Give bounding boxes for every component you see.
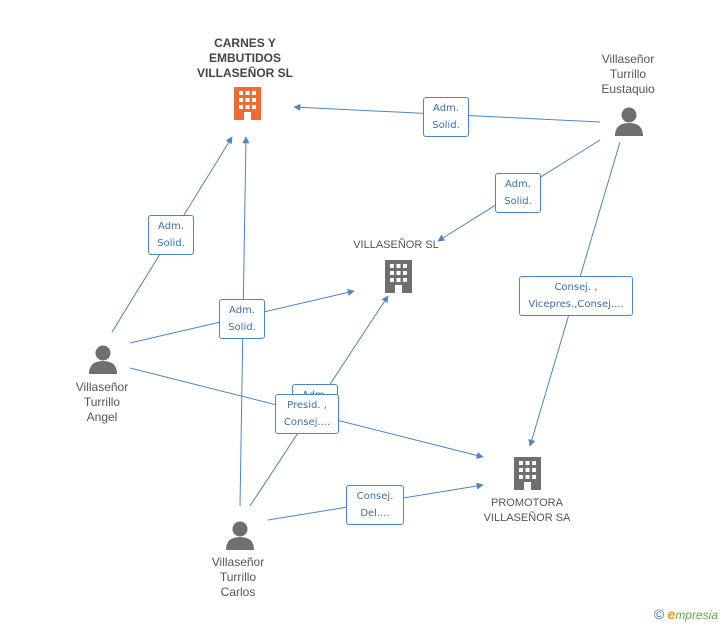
carlos-label-line2: Turrillo bbox=[219, 570, 257, 584]
villasenor-sl-label: VILLASEÑOR SL bbox=[353, 239, 439, 251]
edge-label-line: Solid. bbox=[228, 322, 256, 333]
person-label-angel[interactable]: Villaseñor Turrillo Angel bbox=[52, 380, 152, 425]
angel-label-line2: Turrillo bbox=[83, 395, 121, 409]
company-label-carnes[interactable]: CARNES Y EMBUTIDOS VILLASEÑOR SL bbox=[175, 36, 315, 81]
eustaquio-label-line2: Turrillo bbox=[609, 67, 647, 81]
edge-label-line: Solid. bbox=[504, 196, 532, 207]
person-icon-carlos[interactable] bbox=[226, 521, 254, 551]
edge-label-line: Adm. bbox=[505, 179, 531, 190]
edge-label-line: Adm. bbox=[433, 103, 459, 114]
edge-label-eustaquio-carnes[interactable]: Adm. Solid. bbox=[423, 97, 469, 137]
building-icon-villasenor-sl[interactable] bbox=[385, 260, 412, 293]
carlos-label-line3: Carlos bbox=[220, 585, 256, 599]
carnes-label-line2: EMBUTIDOS bbox=[209, 51, 281, 65]
angel-label-line3: Angel bbox=[86, 410, 118, 424]
edge-label-angel-carnes[interactable]: Adm. Solid. bbox=[148, 215, 194, 255]
carnes-label-line3: VILLASEÑOR SL bbox=[196, 66, 293, 80]
edge-label-angel-villasenor-sl[interactable]: Adm. Solid. bbox=[219, 299, 265, 339]
edge-label-carlos-promotora[interactable]: Consej. Del.... bbox=[346, 485, 404, 525]
edge-label-line: Adm. bbox=[158, 221, 184, 232]
edge-label-line: Del.... bbox=[360, 508, 390, 519]
person-icon-angel[interactable] bbox=[89, 345, 117, 375]
promotora-label-line2: VILLASEÑOR SA bbox=[483, 512, 571, 524]
edge-label-line: Vicepres.,Consej.... bbox=[528, 299, 624, 310]
eustaquio-label-line3: Eustaquio bbox=[601, 82, 655, 96]
brand-e: e bbox=[667, 606, 676, 622]
edge-label-angel-promotora[interactable]: Presid. , Consej.... bbox=[275, 394, 339, 434]
company-label-villasenor-sl[interactable]: VILLASEÑOR SL bbox=[340, 238, 452, 253]
company-label-promotora[interactable]: PROMOTORA VILLASEÑOR SA bbox=[468, 496, 586, 526]
edge-label-line: Solid. bbox=[432, 120, 460, 131]
angel-label-line1: Villaseñor bbox=[75, 380, 129, 394]
edge-label-line: Adm. bbox=[229, 305, 255, 316]
copyright-icon: © bbox=[653, 606, 665, 622]
edge-label-line: Consej. , bbox=[554, 282, 598, 293]
brand-rest: mpresia bbox=[675, 608, 718, 622]
building-icon-promotora[interactable] bbox=[514, 457, 541, 490]
carnes-label-line1: CARNES Y bbox=[214, 36, 276, 50]
edge-label-line: Consej. bbox=[356, 491, 394, 502]
building-icon-main[interactable] bbox=[234, 87, 261, 120]
person-label-carlos[interactable]: Villaseñor Turrillo Carlos bbox=[188, 555, 288, 600]
edge-label-eustaquio-villasenor-sl[interactable]: Adm. Solid. bbox=[495, 173, 541, 213]
eustaquio-label-line1: Villaseñor bbox=[601, 52, 655, 66]
edge-label-line: Presid. , bbox=[287, 400, 327, 411]
empresia-logo[interactable]: © empresia bbox=[654, 606, 718, 622]
promotora-label-line1: PROMOTORA bbox=[491, 497, 563, 509]
edge-label-eustaquio-promotora[interactable]: Consej. , Vicepres.,Consej.... bbox=[519, 276, 633, 316]
person-label-eustaquio[interactable]: Villaseñor Turrillo Eustaquio bbox=[578, 52, 678, 97]
person-icon-eustaquio[interactable] bbox=[615, 107, 643, 137]
carlos-label-line1: Villaseñor bbox=[211, 555, 265, 569]
edge-label-line: Consej.... bbox=[283, 417, 331, 428]
edge-label-line: Solid. bbox=[157, 238, 185, 249]
